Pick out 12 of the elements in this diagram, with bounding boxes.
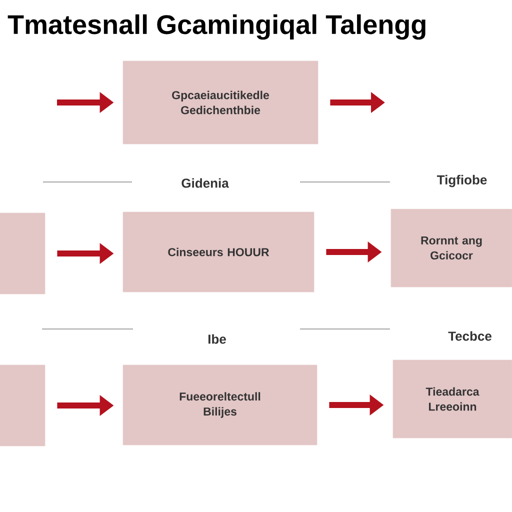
process-box: Tieadarca Lreeoinn [392, 360, 512, 438]
process-box: Gpcaeiaucitikedle Gedichenthbie [122, 60, 318, 144]
title: Tmatesnall Gcamingiqal Talengg [8, 14, 426, 40]
column-heading: Ibe [208, 334, 226, 344]
column-heading: Tigfiobe [437, 174, 487, 188]
column-heading: Gidenia [182, 178, 229, 188]
box [0, 212, 46, 294]
process-box: Fueeoreltectull Bilijes [122, 364, 318, 446]
column-heading: Tecbce [448, 331, 492, 341]
process-box: Rornnt ang Gcicocr [390, 208, 512, 288]
process-box: Cinseeurs HOUUR [122, 212, 314, 292]
box [0, 364, 46, 446]
